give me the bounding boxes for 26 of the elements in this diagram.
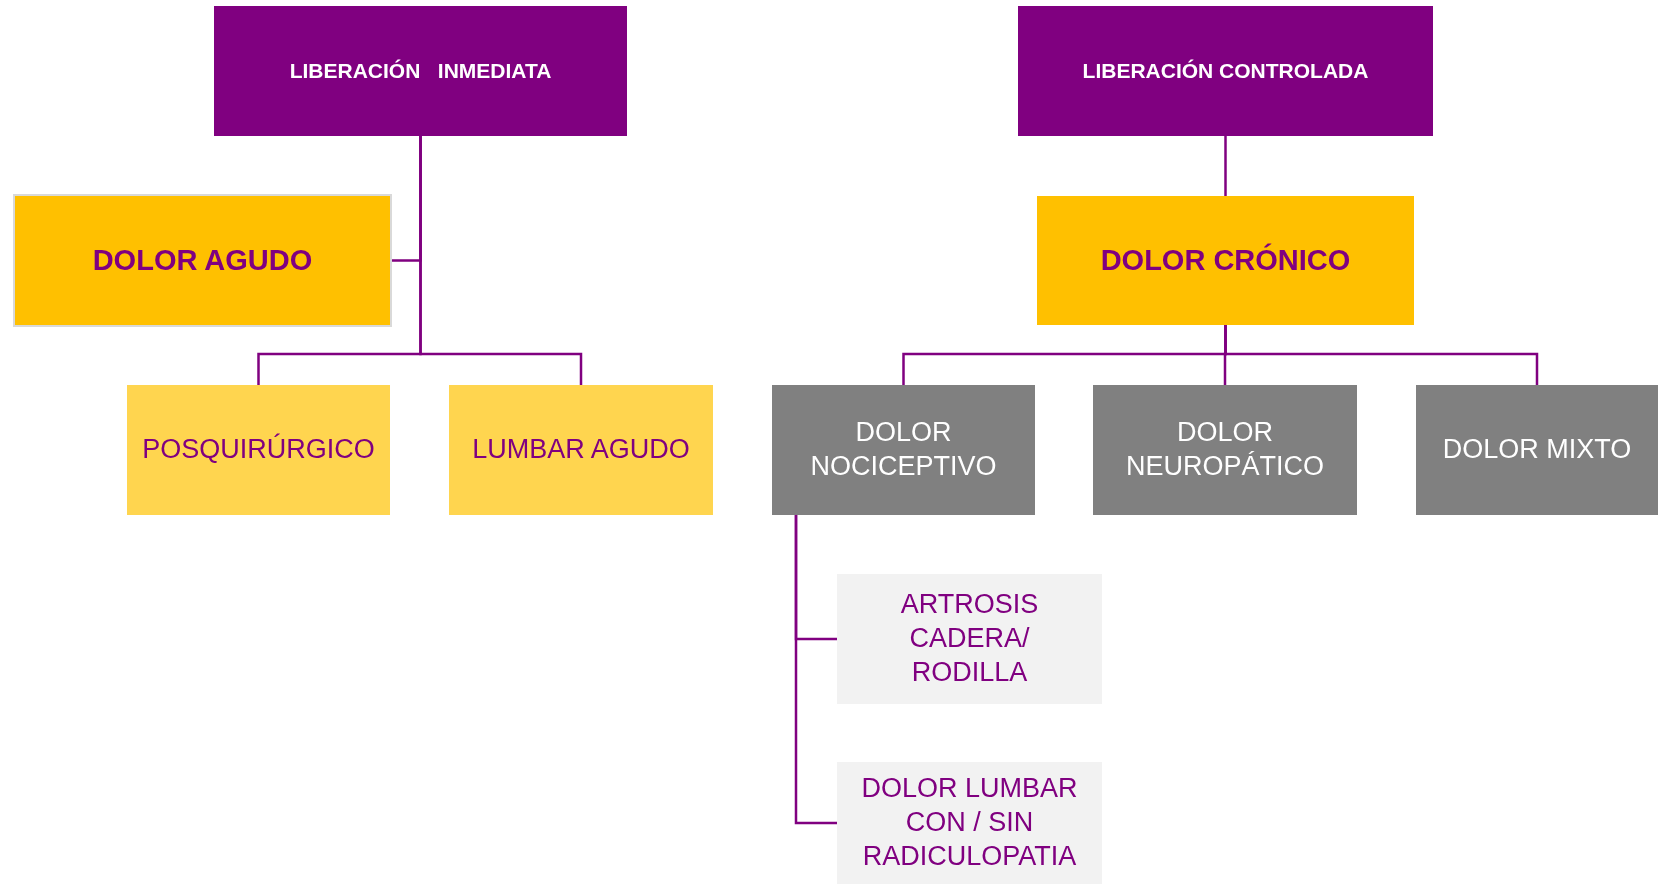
node-label: LIBERACIÓN INMEDIATA: [289, 57, 552, 84]
node-label: POSQUIRÚRGICO: [142, 433, 375, 467]
condition-box: [837, 574, 1102, 704]
condition-box: [837, 762, 1102, 884]
node-label: LUMBAR AGUDO: [472, 433, 690, 467]
pain-class-box: [1093, 385, 1357, 515]
node-label: DOLOR CRÓNICO: [1100, 242, 1351, 279]
pain-class-box: [772, 385, 1035, 515]
connector-line: [1224, 136, 1227, 196]
connector-line: [419, 136, 583, 385]
node-label: DOLOR MIXTO: [1442, 433, 1632, 467]
pain-type-box: [1037, 196, 1414, 325]
node-label: ARTROSIS CADERA/ RODILLA: [899, 588, 1040, 689]
pain-type-box: [13, 194, 392, 327]
node-label: LIBERACIÓN CONTROLADA: [1082, 57, 1369, 84]
node-label: DOLOR AGUDO: [92, 243, 313, 279]
node-label: DOLOR NEUROPÁTICO: [1125, 416, 1325, 483]
node-label: DOLOR LUMBAR CON / SIN RADICULOPATIA: [860, 772, 1079, 873]
category-header-box: [1018, 6, 1433, 136]
indication-box: [449, 385, 713, 515]
connector-line: [794, 515, 837, 825]
node-label: DOLOR NOCICEPTIVO: [809, 416, 998, 483]
indication-box: [127, 385, 390, 515]
category-header-box: [214, 6, 627, 136]
connector-line: [1224, 325, 1539, 385]
pain-class-box: [1416, 385, 1658, 515]
